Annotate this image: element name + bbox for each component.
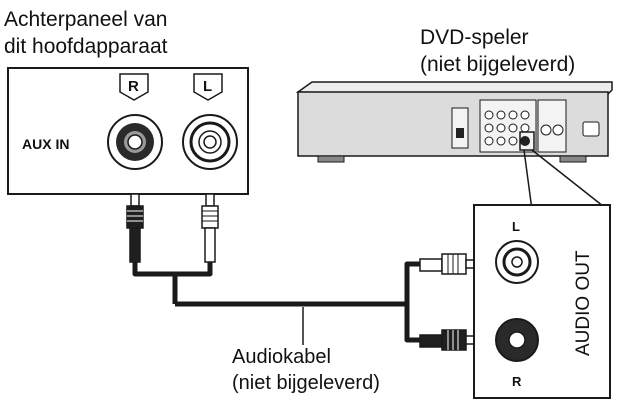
- rear-panel-icon: AUX IN R L: [7, 67, 249, 195]
- out-l-text: L: [512, 219, 520, 234]
- l-badge-text: L: [203, 78, 212, 95]
- audio-cable-icon: [132, 261, 422, 343]
- zoom-callout-line: [523, 149, 533, 211]
- aux-in-r-jack: [107, 114, 163, 170]
- aux-in-text: AUX IN: [22, 136, 69, 152]
- audio-out-panel: L R AUDIO OUT: [473, 204, 611, 399]
- r-badge-text: R: [128, 78, 139, 95]
- l-badge-icon: L: [193, 73, 223, 101]
- r-badge-icon: R: [119, 73, 149, 101]
- audio-out-text: AUDIO OUT: [573, 250, 594, 356]
- rear-panel-label: Achterpaneel van dit hoofdapparaat: [4, 8, 168, 58]
- dvd-player-label: DVD-speler (niet bijgeleverd): [420, 26, 576, 76]
- dvd-player-icon: [295, 81, 613, 163]
- rca-plug-icon: [126, 193, 144, 263]
- aux-in-l-jack: [182, 114, 238, 170]
- cable-label: Audiokabel (niet bijgeleverd): [232, 346, 380, 394]
- rca-plug-icon: [419, 253, 483, 275]
- out-r-text: R: [512, 374, 522, 389]
- zoom-callout-line: [531, 149, 609, 211]
- rca-plug-icon: [419, 329, 483, 351]
- rca-plug-icon: [201, 193, 219, 263]
